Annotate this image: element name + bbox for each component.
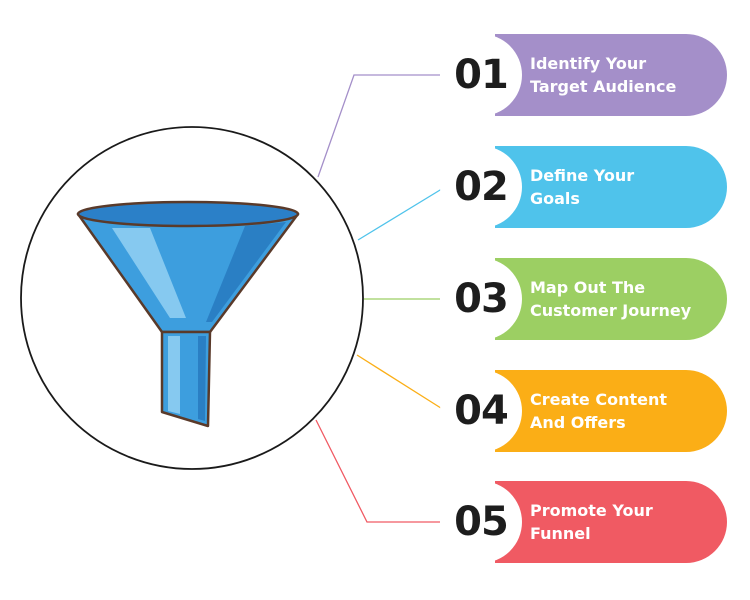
step-number-badge <box>440 146 522 228</box>
step-03: 03 Map Out The Customer Journey <box>440 258 730 340</box>
funnel-cone-shadow <box>206 222 286 322</box>
step-number: 04 <box>454 388 509 434</box>
funnel-icon <box>76 200 300 428</box>
funnel-rim <box>76 200 300 228</box>
step-02: 02 Define Your Goals <box>440 146 730 228</box>
step-05: 05 Promote Your Funnel <box>440 481 730 563</box>
step-pill <box>495 481 727 563</box>
connector-line-04 <box>356 354 445 411</box>
step-label: Promote Your Funnel <box>530 501 653 543</box>
step-label: Map Out The Customer Journey <box>530 278 692 320</box>
step-01: 01 Identify Your Target Audience <box>440 34 730 116</box>
step-label: Create Content And Offers <box>530 390 668 432</box>
step-number-badge <box>440 370 522 452</box>
step-pill <box>495 146 727 228</box>
step-pill <box>495 34 727 116</box>
step-number: 03 <box>454 276 509 322</box>
step-number-badge <box>440 481 522 563</box>
step-number: 01 <box>454 52 509 98</box>
step-label: Identify Your Target Audience <box>530 54 677 96</box>
step-pill <box>495 370 727 452</box>
connector-line-01 <box>317 74 440 178</box>
funnel-spout-highlight <box>168 336 180 414</box>
step-number: 05 <box>454 499 509 545</box>
step-label: Define Your Goals <box>530 166 635 208</box>
step-number-badge <box>440 34 522 116</box>
connector-line-02 <box>357 186 446 241</box>
step-number-badge <box>440 258 522 340</box>
step-pill <box>495 258 727 340</box>
step-number: 02 <box>454 164 509 210</box>
step-04: 04 Create Content And Offers <box>440 370 730 452</box>
funnel-spout-shadow <box>198 336 206 421</box>
funnel-cone-highlight <box>112 228 186 318</box>
connector-line-05 <box>315 419 440 523</box>
